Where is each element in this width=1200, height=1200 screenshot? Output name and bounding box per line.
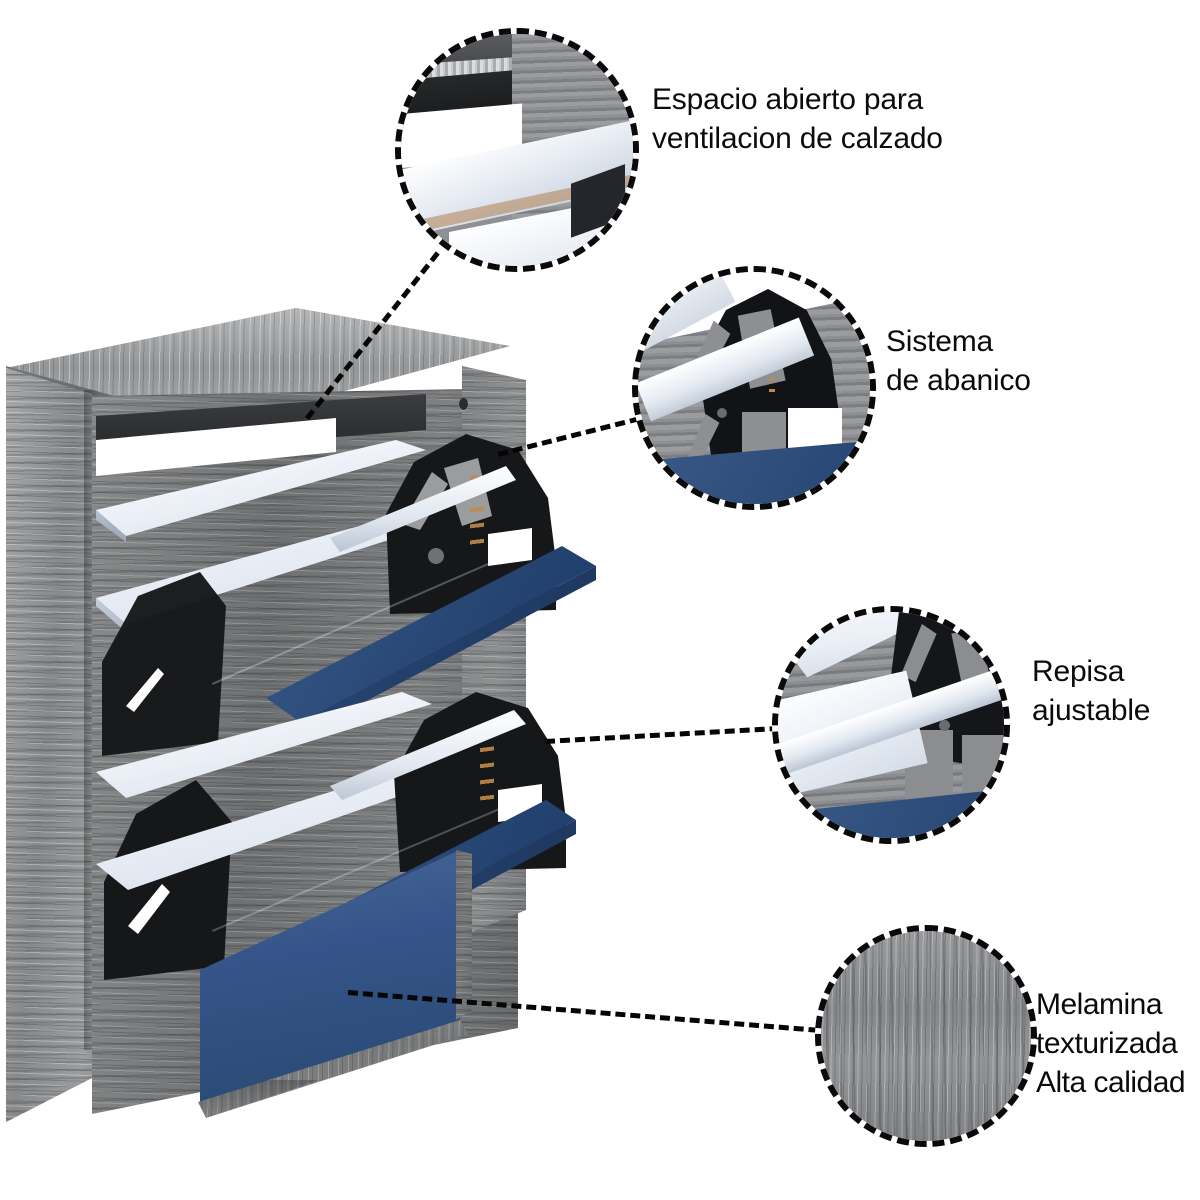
callout-sistema-abanico xyxy=(632,266,876,510)
callout-melamina-detail xyxy=(821,931,1031,1141)
product-photo xyxy=(0,290,620,1122)
fan-pivot-upper xyxy=(428,548,444,564)
callout-repisa-detail xyxy=(778,612,1004,838)
cabinet-left-side xyxy=(6,368,92,1122)
callout-melamina xyxy=(815,925,1037,1147)
callout-melamina-label: Melamina texturizada Alta calidad xyxy=(1036,988,1186,1099)
fan-adjust-holes-lower xyxy=(480,732,494,802)
fan-window-cutout-upper xyxy=(488,528,532,566)
callout-repisa-ajustable xyxy=(772,606,1010,844)
callout-abanico-detail xyxy=(638,272,870,504)
callout-ventilacion-detail xyxy=(401,34,633,266)
callout-repisa-label: Repisa ajustable xyxy=(1032,655,1151,727)
callout-abanico-label: Sistema de abanico xyxy=(886,325,1031,397)
screw-hole-icon xyxy=(459,398,468,410)
cabinet-front-right-post xyxy=(456,850,472,1020)
callout-ventilacion xyxy=(395,28,639,272)
callout-ventilacion-label: Espacio abierto para ventilacion de calz… xyxy=(652,83,943,155)
